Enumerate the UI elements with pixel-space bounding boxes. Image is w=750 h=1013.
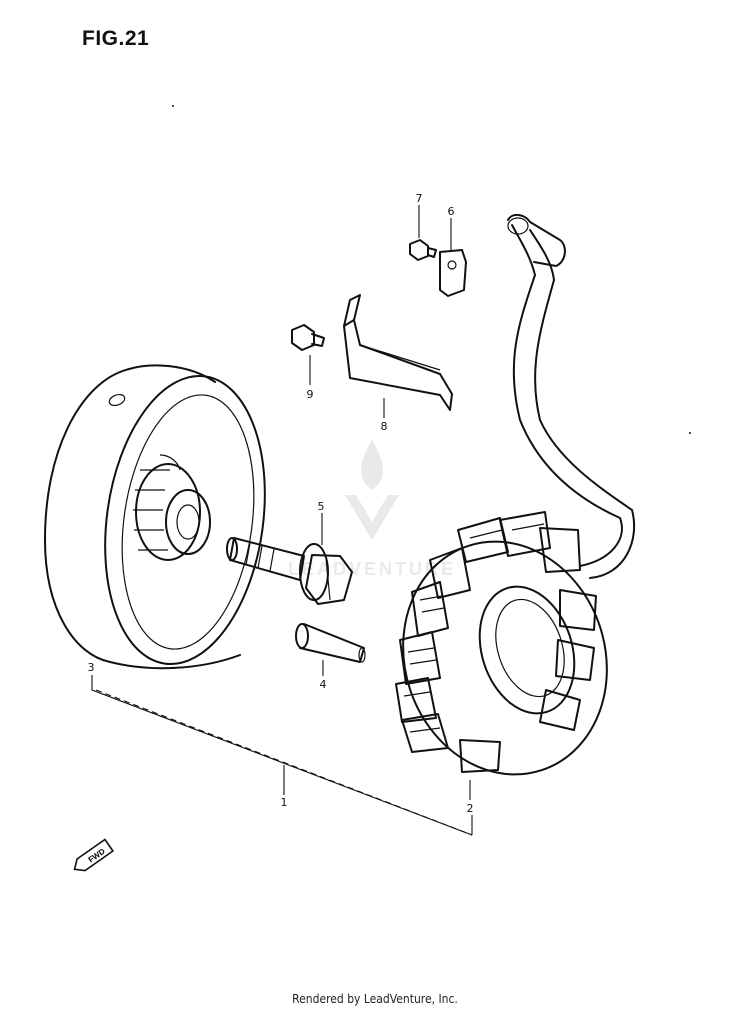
callout-part-6: 6 [448,205,455,218]
callout-part-4: 4 [320,678,327,691]
callout-part-3: 3 [88,661,95,674]
fwd-arrow-icon: FWD [73,838,115,872]
callout-part-9: 9 [307,388,314,401]
leader-lines [91,205,473,836]
figure-title: FIG.21 [82,27,150,50]
flywheel-rotor [44,364,266,670]
speck [172,105,174,107]
stator-part-2 [395,214,636,776]
bolt-part-5 [226,537,353,605]
callout-part-1: 1 [281,796,288,809]
screw-part-4 [295,623,366,663]
watermark-logo: LEADVENTURE [288,440,456,579]
bolt-part-9 [291,324,325,351]
screw-part-7 [409,239,437,261]
speck [689,432,691,434]
callout-part-7: 7 [416,192,423,205]
callout-part-8: 8 [381,420,388,433]
clamp-part-6 [439,249,467,297]
bracket-part-8 [343,294,453,411]
footer-credit: Rendered by LeadVenture, Inc. [292,992,458,1006]
callout-part-2: 2 [467,802,474,815]
watermark-text: LEADVENTURE [288,559,456,579]
callout-part-5: 5 [318,500,325,513]
